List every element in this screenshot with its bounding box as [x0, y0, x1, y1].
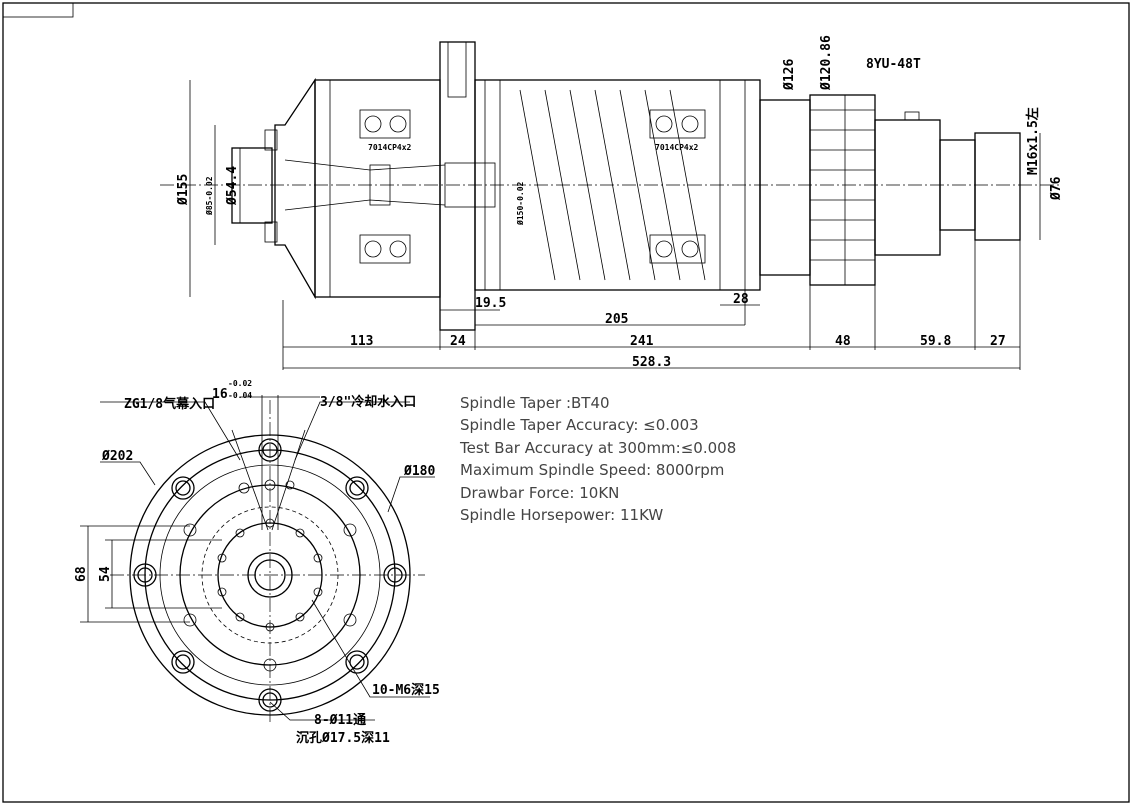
pulley-label: 8YU-48T [866, 57, 921, 72]
dim-27: 27 [990, 334, 1006, 349]
dim-28: 28 [733, 292, 749, 307]
title-tab [2, 2, 74, 18]
dia-155-label: Ø155 [176, 174, 191, 206]
dia-150-label: Ø150-0.02 [515, 181, 525, 226]
tapped-holes-label: 10-M6深15 [372, 682, 440, 698]
dim-total: 528.3 [632, 355, 671, 370]
dim-205: 205 [605, 312, 628, 327]
dim-24: 24 [450, 334, 466, 349]
slot-tol-upper: -0.02 [228, 379, 252, 388]
spec-horsepower: Spindle Horsepower: 11KW [460, 506, 664, 525]
dia-85-label: Ø85-0.02 [204, 176, 214, 216]
rear-bearing-label: 7014CP4x2 [655, 143, 699, 152]
through-holes-label: 8-Ø11通 [314, 712, 366, 728]
dia-180-label: Ø180 [403, 464, 435, 479]
dim-113: 113 [350, 334, 373, 349]
dia-202-label: Ø202 [101, 449, 133, 464]
coolant-inlet-label: 3/8"冷却水入口 [320, 394, 416, 410]
spindle-side-view: 7014CP4x2 7014CP4x2 [160, 35, 1064, 370]
spec-list: Spindle Taper :BT40 Spindle Taper Accura… [460, 392, 736, 526]
spindle-front-view: ZG1/8气幕入口 16 -0.02 -0.04 3/8"冷却水入口 Ø202 … [74, 379, 440, 746]
dim-59-8: 59.8 [920, 334, 951, 349]
dim-54: 54 [98, 566, 113, 582]
dia-126-label: Ø126 [782, 59, 797, 91]
dim-241: 241 [630, 334, 654, 349]
slot-tol-lower: -0.04 [228, 391, 252, 400]
spec-taper: Spindle Taper :BT40 [460, 394, 610, 412]
dia-54-label: Ø54.4 [225, 166, 240, 206]
spec-taper-accuracy: Spindle Taper Accuracy: ≤0.003 [460, 416, 699, 435]
dim-68: 68 [74, 566, 89, 582]
dim-48: 48 [835, 334, 851, 349]
front-bearing-label: 7014CP4x2 [368, 143, 412, 152]
slot-width-label: 16 [212, 387, 228, 402]
dim-19-5: 19.5 [475, 296, 506, 311]
counterbore-label: 沉孔Ø17.5深11 [296, 730, 390, 746]
dia-76-label: Ø76 [1049, 176, 1064, 201]
air-inlet-label: ZG1/8气幕入口 [124, 396, 215, 412]
spec-drawbar-force: Drawbar Force: 10KN [460, 483, 620, 502]
spec-test-bar-accuracy: Test Bar Accuracy at 300mm:≤0.008 [460, 438, 737, 457]
dia-120-label: Ø120.86 [819, 35, 834, 91]
spec-max-speed: Maximum Spindle Speed: 8000rpm [460, 461, 725, 480]
thread-label: M16x1.5左 [1025, 107, 1041, 175]
